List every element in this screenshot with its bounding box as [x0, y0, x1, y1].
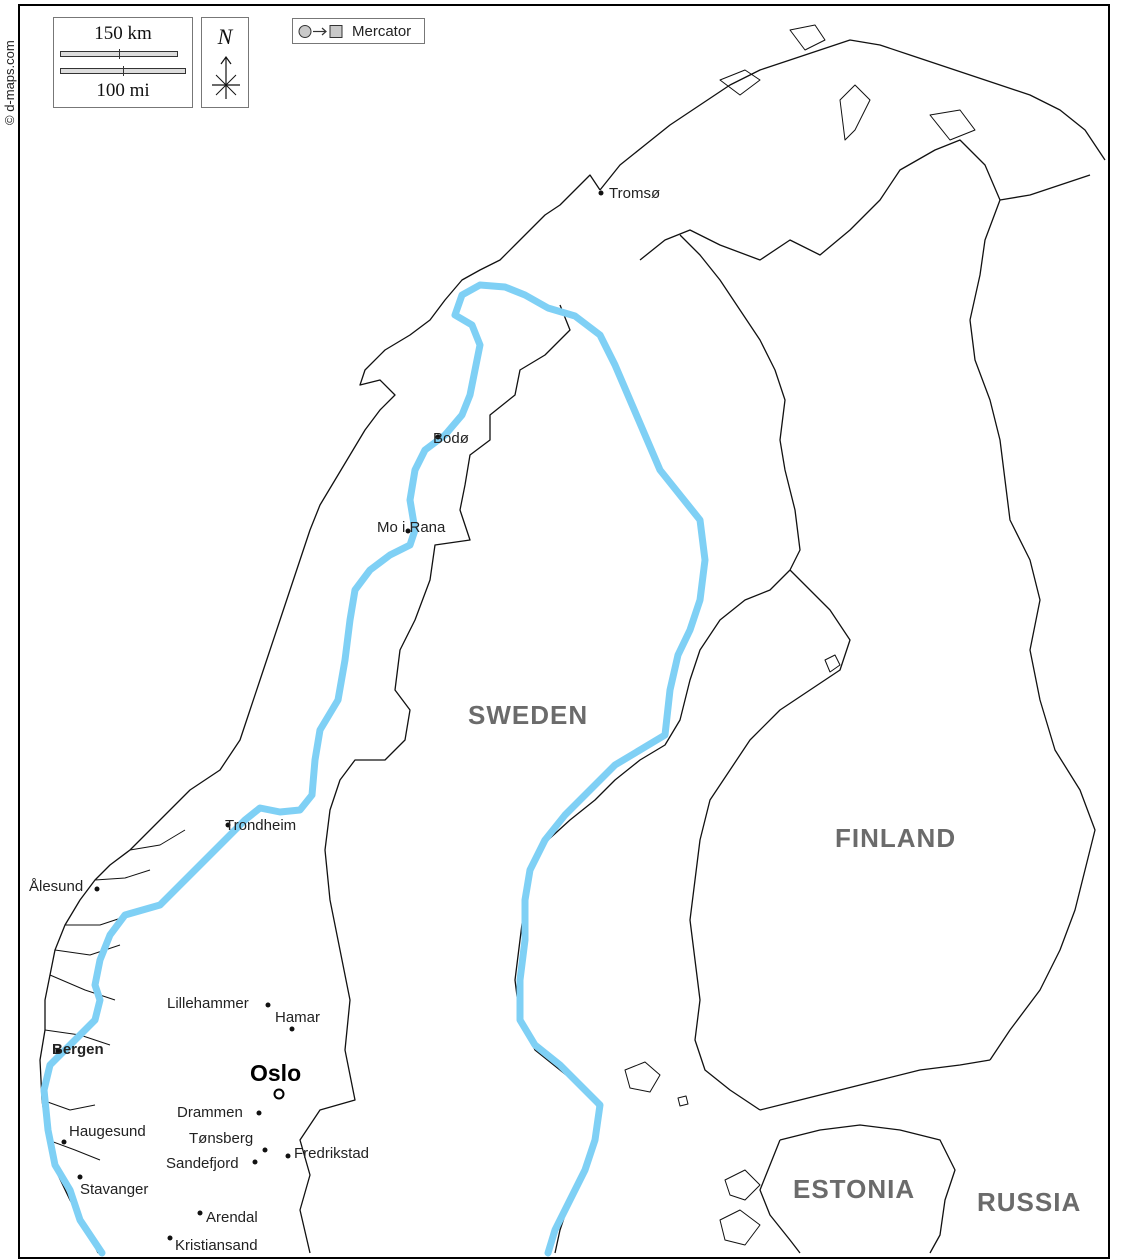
- city-label-hamar: Hamar: [275, 1009, 321, 1026]
- northern-coastline: [599, 39, 1106, 191]
- city-dot-hamar: [289, 1026, 295, 1032]
- compass-rose-icon: [212, 55, 240, 99]
- city-label-alesund: Ålesund: [29, 878, 84, 895]
- finland-south-coast: [759, 1059, 991, 1111]
- northern-islands: [719, 24, 976, 141]
- lake: [624, 1061, 661, 1093]
- city-dot-tromso: [598, 190, 604, 196]
- estonia-islands: [719, 1169, 761, 1246]
- city-label-bergen: Bergen: [52, 1041, 104, 1058]
- sweden-finland-border: [679, 234, 801, 571]
- city-dot-bodo: [435, 434, 441, 440]
- norway-coastline: [39, 174, 601, 1254]
- city-dot-mo-i-rana: [405, 528, 411, 534]
- scale-mi-bar: [60, 66, 186, 76]
- sweden-east-coast: [514, 569, 791, 1254]
- scale-km-bar: [60, 49, 178, 59]
- finland-west-coast: [689, 569, 851, 1111]
- lake: [824, 654, 841, 673]
- finland-russia-border: [969, 174, 1096, 1061]
- north-label: N: [217, 24, 233, 49]
- scale-km-label: 150 km: [94, 23, 152, 44]
- projection-label: Mercator: [352, 23, 412, 40]
- scale-mi-label: 100 mi: [96, 80, 150, 101]
- city-dot-stavanger: [77, 1174, 83, 1180]
- city-label-mo-i-rana: Mo i Rana: [377, 519, 446, 536]
- city-label-tromso: Tromsø: [609, 185, 661, 202]
- country-label-finland: FINLAND: [835, 823, 957, 853]
- lake: [677, 1095, 689, 1107]
- city-label-bodo: Bodø: [433, 430, 469, 447]
- country-label-russia: RUSSIA: [977, 1187, 1082, 1217]
- city-dot-kristiansand: [167, 1235, 173, 1241]
- country-label-sweden: SWEDEN: [468, 700, 589, 730]
- city-dot-fredrikstad: [285, 1153, 291, 1159]
- country-label-estonia: ESTONIA: [793, 1174, 916, 1204]
- norway-finland-border: [639, 139, 1001, 321]
- projection-legend: Mercator: [292, 18, 425, 44]
- map-frame: [18, 4, 1110, 1259]
- city-dot-trondheim: [225, 822, 231, 828]
- map-canvas: [39, 24, 1106, 1257]
- city-dot-sandefjord: [252, 1159, 258, 1165]
- copyright-label: © d-maps.com: [2, 40, 17, 125]
- city-dot-tonsberg: [262, 1147, 268, 1153]
- city-dot-alesund: [94, 886, 100, 892]
- scale-bar-box: 150 km 100 mi: [53, 17, 193, 108]
- estonia-outline: [759, 1124, 956, 1254]
- city-dot-arendal: [197, 1210, 203, 1216]
- city-label-fredrikstad: Fredrikstad: [294, 1145, 370, 1162]
- city-label-stavanger: Stavanger: [80, 1181, 149, 1198]
- capital-marker-oslo: [273, 1088, 285, 1100]
- city-label-arendal: Arendal: [206, 1209, 258, 1226]
- capital-label-oslo: Oslo: [250, 1060, 302, 1086]
- city-dot-haugesund: [61, 1139, 67, 1145]
- city-label-haugesund: Haugesund: [69, 1123, 146, 1140]
- projection-icon: [298, 25, 343, 38]
- city-label-drammen: Drammen: [177, 1104, 243, 1121]
- city-label-trondheim: Trondheim: [225, 817, 297, 834]
- highlight-outline: [40, 281, 709, 1257]
- city-label-tonsberg: Tønsberg: [189, 1130, 254, 1147]
- city-dot-drammen: [256, 1110, 262, 1116]
- city-label-kristiansand: Kristiansand: [175, 1237, 258, 1254]
- city-label-sandefjord: Sandefjord: [166, 1155, 239, 1172]
- north-arrow-box: N: [201, 17, 249, 108]
- city-dot-bergen: [55, 1048, 61, 1054]
- city-label-lillehammer: Lillehammer: [167, 995, 249, 1012]
- norway-sweden-border: [299, 304, 571, 1254]
- city-dot-lillehammer: [265, 1002, 271, 1008]
